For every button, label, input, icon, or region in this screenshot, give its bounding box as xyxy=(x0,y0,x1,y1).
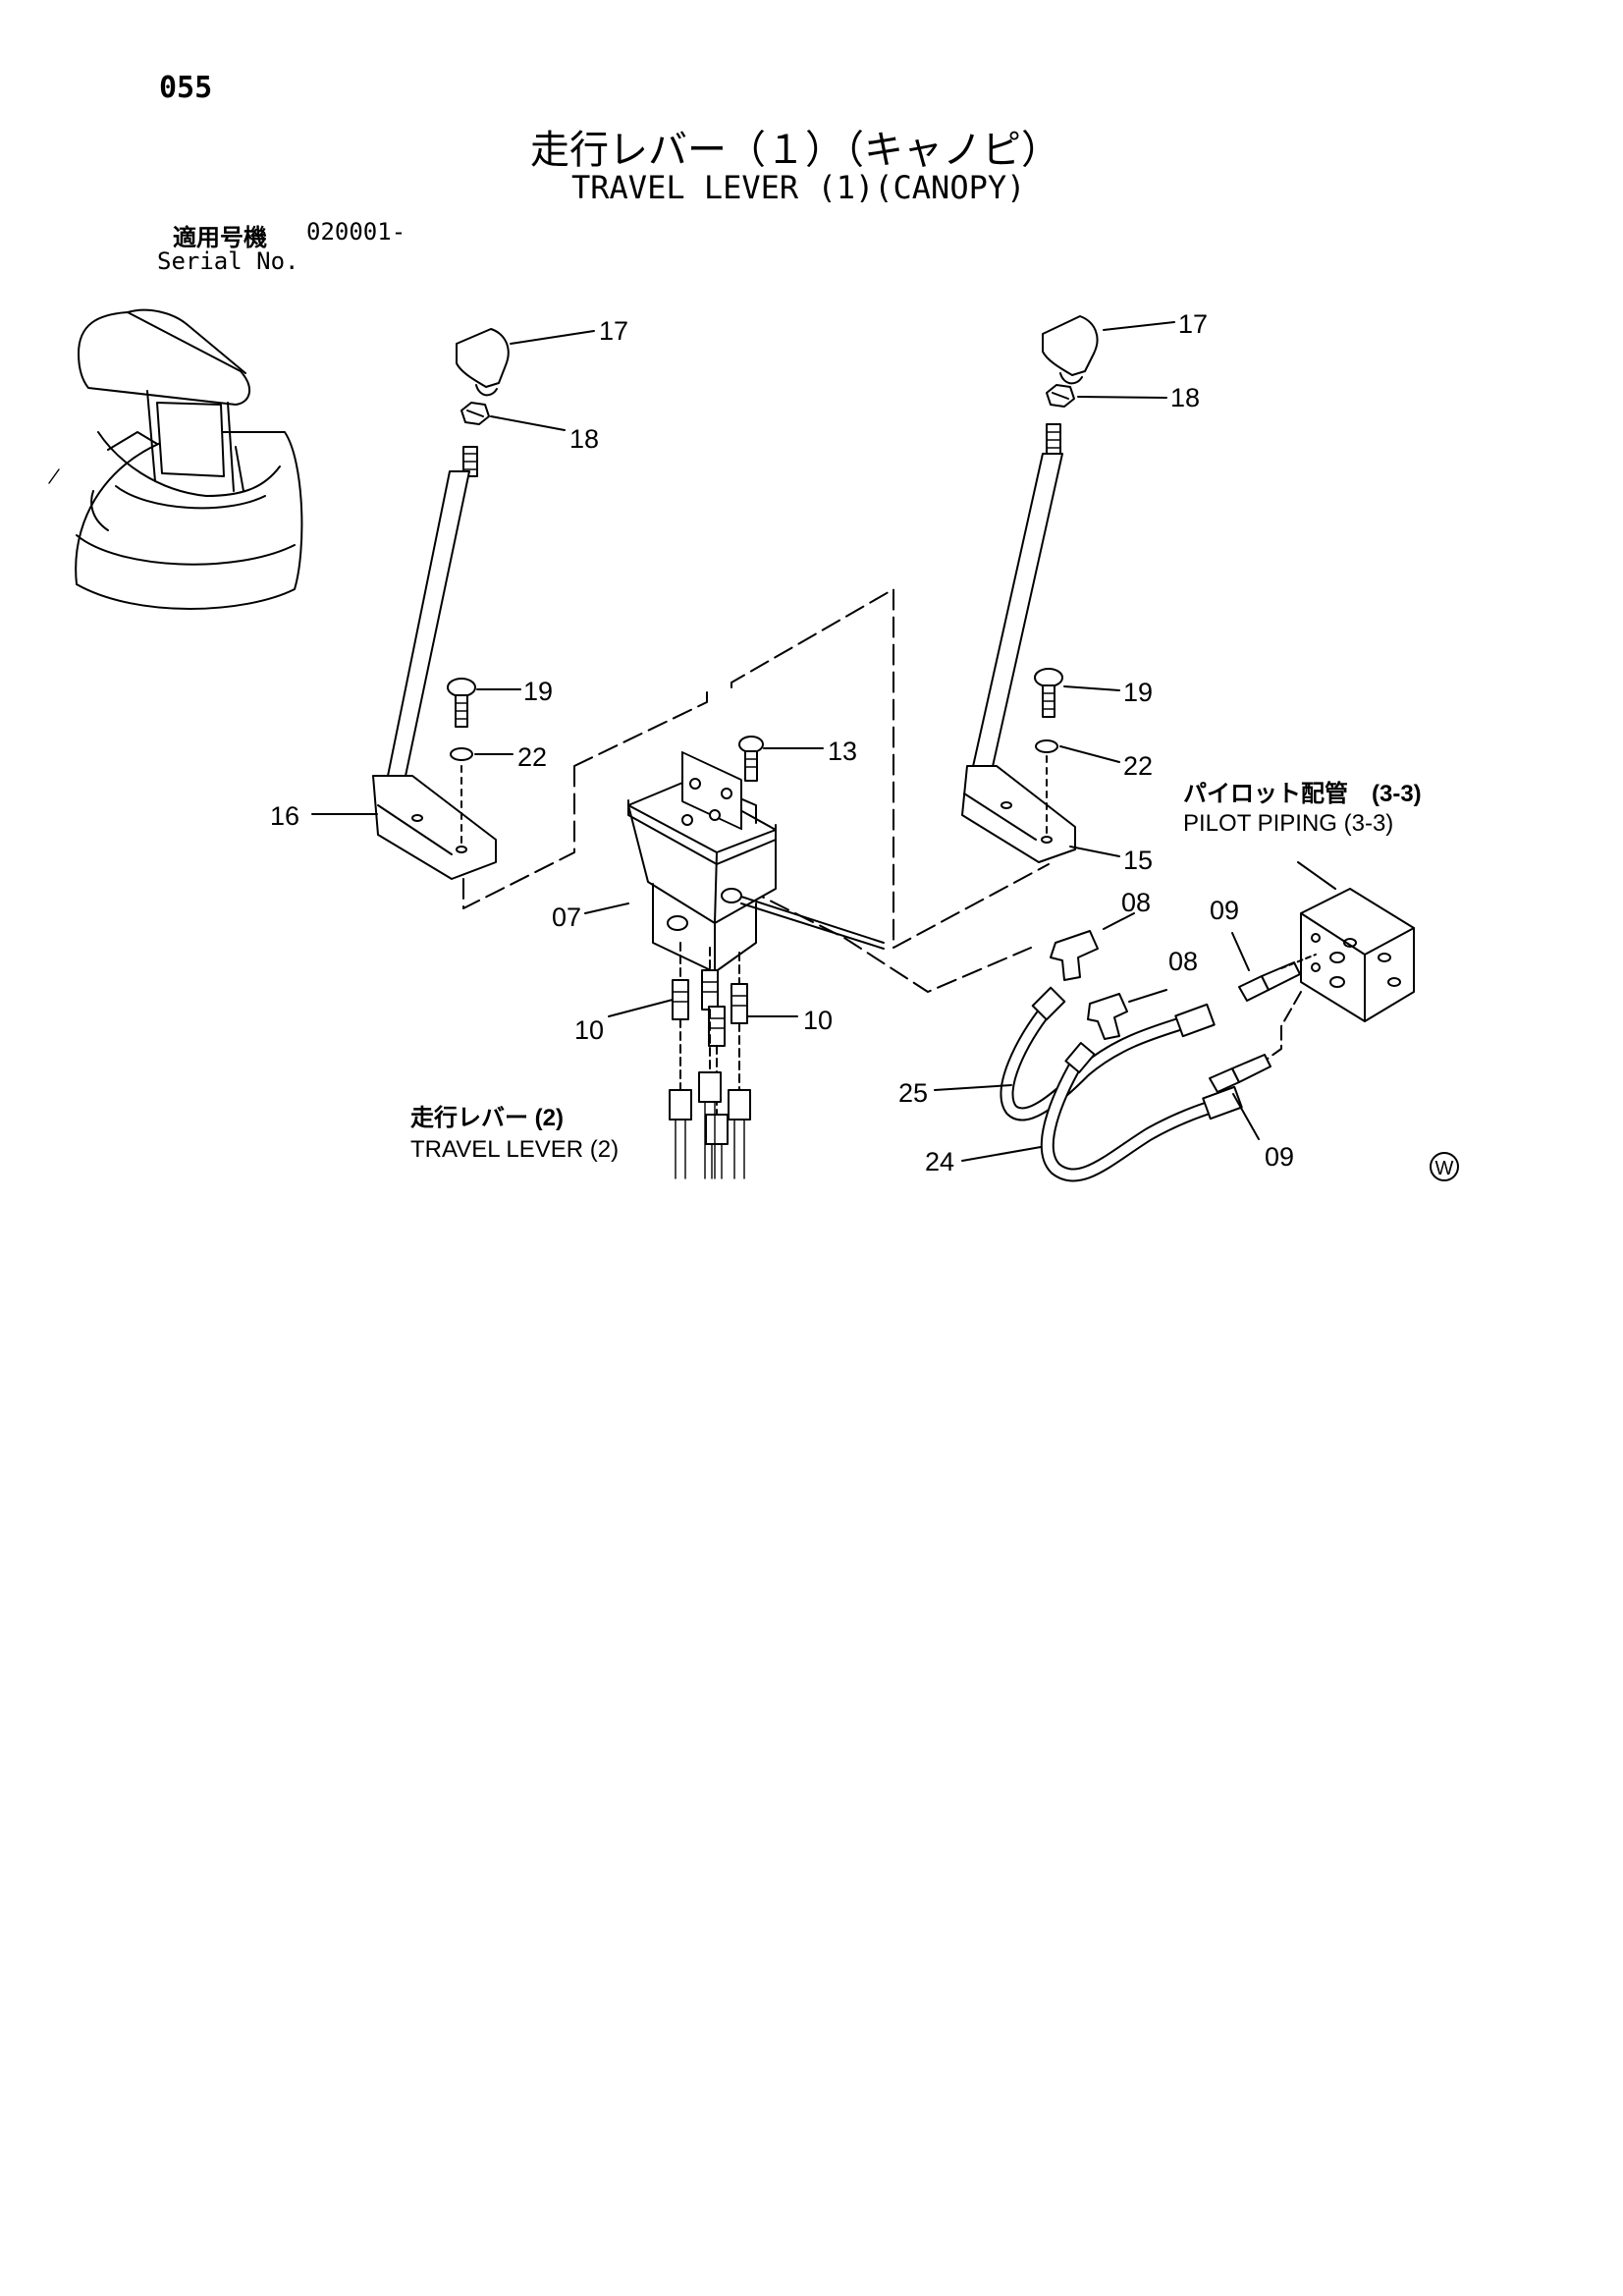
callout-24: 24 xyxy=(925,1147,954,1176)
left-lever-rod xyxy=(386,470,470,782)
serial-label-english: Serial No. xyxy=(157,247,299,275)
callout-16: 16 xyxy=(270,801,299,831)
callout-09-upper: 09 xyxy=(1210,896,1239,925)
callout-10-right: 10 xyxy=(803,1006,833,1035)
w-symbol-letter: W xyxy=(1435,1158,1454,1179)
lower-fittings-10 xyxy=(608,942,798,1179)
callout-08-upper: 08 xyxy=(1121,888,1151,917)
page-title-japanese: 走行レバー（１）（キャノピ） xyxy=(530,128,1060,173)
left-bracket-16 xyxy=(372,775,497,880)
pilot-piping-note-japanese: パイロット配管 (3-3) xyxy=(1183,780,1422,807)
callout-15: 15 xyxy=(1123,846,1153,875)
right-bracket-15 xyxy=(961,765,1076,863)
callout-19-left: 19 xyxy=(523,677,553,706)
left-lever-knob-icon xyxy=(456,328,510,388)
machine-thumbnail xyxy=(48,308,303,610)
callout-17-left: 17 xyxy=(599,316,628,346)
page-title-english: TRAVEL LEVER (1)(CANOPY) xyxy=(571,169,1026,206)
travel-lever-2-note-japanese: 走行レバー (2) xyxy=(410,1104,564,1131)
callout-18-left: 18 xyxy=(569,424,599,454)
hose-assembly xyxy=(934,912,1243,1182)
serial-label-japanese: 適用号機 xyxy=(173,224,267,251)
left-lever-group xyxy=(311,328,595,880)
pilot-block xyxy=(1209,861,1415,1140)
callout-22-right: 22 xyxy=(1123,751,1153,781)
travel-lever-2-note-english: TRAVEL LEVER (2) xyxy=(410,1136,619,1163)
w-symbol: W xyxy=(1430,1152,1459,1181)
control-valve-07 xyxy=(584,736,885,973)
callout-25: 25 xyxy=(898,1078,928,1108)
callout-10-left: 10 xyxy=(574,1015,604,1045)
callout-13: 13 xyxy=(828,737,857,766)
page-number: 055 xyxy=(159,71,213,105)
elbow-08-lower xyxy=(1087,993,1128,1040)
parts-diagram: W 17 18 19 22 16 17 18 19 22 15 13 07 08… xyxy=(48,308,1459,1182)
connection-lines xyxy=(462,588,1302,1081)
right-lever-rod xyxy=(971,453,1063,772)
right-lever-group xyxy=(961,315,1175,863)
callout-22-left: 22 xyxy=(517,742,547,772)
callout-08-lower: 08 xyxy=(1168,947,1198,976)
callout-17-right: 17 xyxy=(1178,309,1208,339)
elbow-08-upper xyxy=(1050,930,1099,981)
right-lever-knob-icon xyxy=(1042,315,1099,376)
callout-07: 07 xyxy=(552,902,581,932)
callout-18-right: 18 xyxy=(1170,383,1200,412)
pilot-piping-note-english: PILOT PIPING (3-3) xyxy=(1183,810,1393,837)
serial-number-value: 020001- xyxy=(306,218,406,246)
callout-19-right: 19 xyxy=(1123,678,1153,707)
callout-09-lower: 09 xyxy=(1265,1142,1294,1172)
travel-lever-2-hoses xyxy=(669,1071,751,1179)
